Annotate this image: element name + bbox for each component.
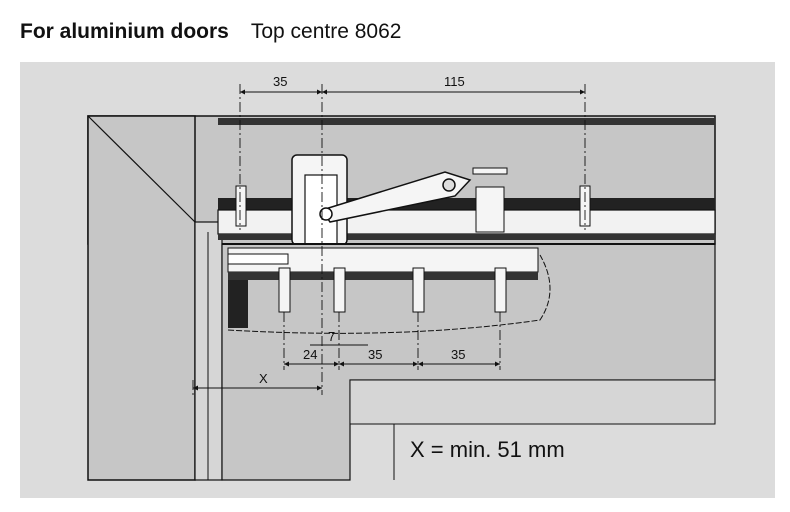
adjuster	[475, 186, 505, 233]
arm-pivot	[319, 207, 333, 221]
end-cap	[227, 253, 289, 265]
mitre-line	[87, 115, 196, 223]
dim-right-gap: 35	[451, 347, 465, 362]
door-category: For aluminium doors	[20, 20, 229, 43]
centre-lines	[192, 84, 586, 395]
diagram-title: For aluminium doors Top centre 8062	[20, 20, 401, 44]
dim-offset: 7	[328, 329, 335, 344]
dim-x: X	[259, 371, 268, 386]
dim-mid-gap: 35	[368, 347, 382, 362]
door-screws	[278, 267, 507, 313]
rail	[218, 118, 715, 125]
frame-jamb	[87, 115, 196, 481]
dim-first-gap: 24	[303, 347, 317, 362]
dim-top-left: 35	[273, 74, 287, 89]
arm-joint	[442, 178, 456, 192]
plate-edge	[218, 234, 715, 240]
guide-rail-edge	[228, 272, 538, 280]
screw-top-left	[235, 185, 247, 227]
model-name: Top centre 8062	[250, 20, 402, 43]
min-x-note: X = min. 51 mm	[410, 437, 565, 462]
door-frame-section	[349, 379, 716, 425]
profile-seal	[228, 280, 248, 328]
dimension-lines	[193, 89, 585, 391]
adjuster-cap	[472, 167, 508, 175]
dim-top-right: 115	[444, 74, 465, 89]
break-line	[227, 254, 551, 334]
